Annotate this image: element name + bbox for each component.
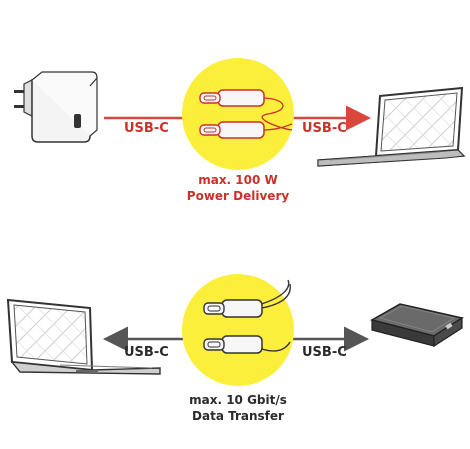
data-left-cable-label: USB-C: [124, 345, 169, 360]
power-adapter-icon: [14, 71, 98, 143]
data-right-cable-label: USB-C: [302, 345, 347, 360]
usb-c-cable-icon: [203, 279, 291, 354]
data-caption-line1: max. 10 Gbit/s: [189, 393, 287, 407]
power-cable-badge: [182, 58, 294, 170]
data-caption-line2: Data Transfer: [192, 409, 284, 423]
laptop-icon: [317, 86, 466, 167]
power-caption-line2: Power Delivery: [186, 189, 290, 203]
power-right-cable-label: USB-C: [302, 121, 347, 136]
external-ssd-icon: [370, 303, 464, 348]
usb-c-cable-icon: [199, 89, 293, 139]
data-cable-badge: [182, 274, 294, 386]
power-left-cable-label: USB-C: [124, 121, 169, 136]
laptop-icon: [6, 298, 161, 375]
power-caption-line1: max. 100 W: [198, 173, 278, 187]
